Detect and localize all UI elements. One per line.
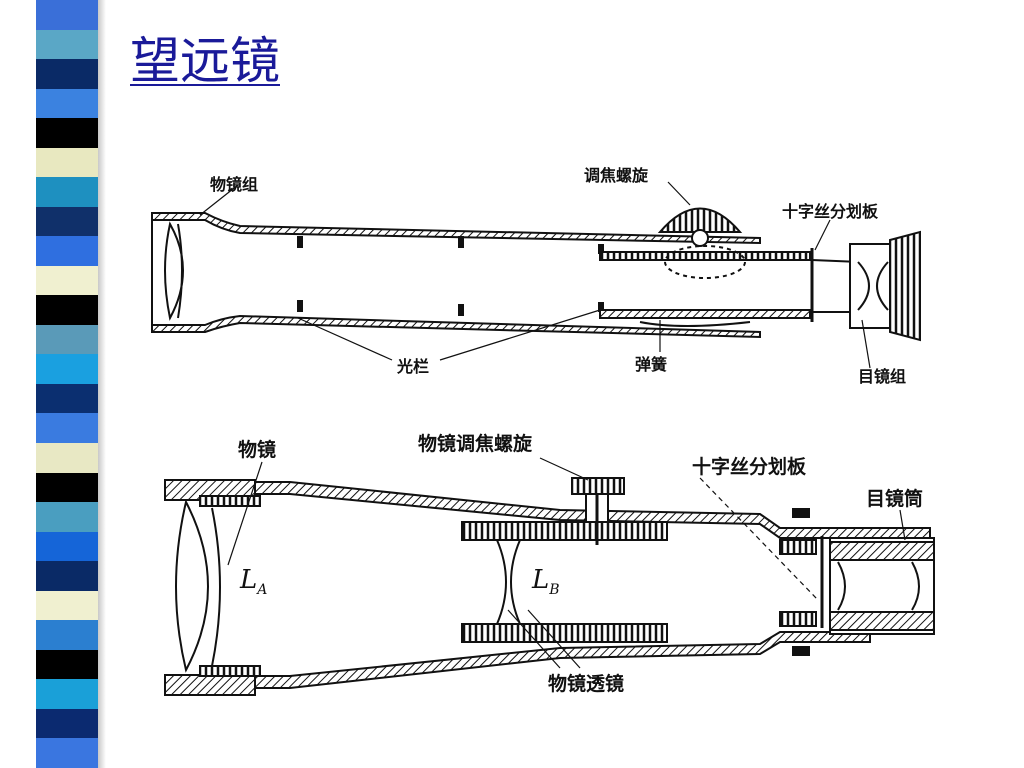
top-inner-tube-lower — [599, 309, 811, 319]
slide-title: 望远镜 — [130, 32, 280, 90]
top-inner-tube-upper — [599, 251, 811, 261]
stripe-segment — [36, 442, 98, 473]
top-telescope-diagram — [151, 181, 921, 369]
stripe-segment — [36, 649, 98, 680]
stripe-segment — [36, 324, 98, 355]
label-objective-group: 物镜组 — [210, 175, 258, 194]
stripe-segment — [36, 472, 98, 503]
bottom-tube-lower-wall — [254, 631, 871, 689]
label-objective: 物镜 — [238, 438, 276, 461]
stripe-segment — [36, 561, 98, 591]
stripe-segment — [36, 236, 98, 266]
stripe-segment — [36, 679, 98, 709]
stripe-segment — [36, 531, 98, 562]
label-reticle-bottom: 十字丝分划板 — [692, 455, 807, 478]
top-stop-2 — [458, 236, 464, 248]
bottom-rack-lower — [461, 623, 668, 643]
stripe-segment — [36, 502, 98, 532]
top-tube-lower-wall — [151, 314, 761, 339]
stripe-segment — [36, 383, 98, 414]
label-lens-lb: LB — [531, 565, 560, 598]
top-focus-knob — [657, 207, 743, 233]
stripe-segment — [36, 620, 98, 650]
top-tube-upper-wall — [151, 212, 761, 245]
label-objective-focus-knob: 物镜调焦螺旋 — [418, 432, 533, 455]
label-lens-la: LA — [239, 565, 267, 598]
stripe-segment — [36, 118, 98, 148]
label-eyepiece-tube: 目镜筒 — [866, 487, 923, 510]
bottom-reticle-mount — [779, 539, 817, 555]
stripe-segment — [36, 29, 98, 60]
bottom-objective-cell-bottom — [164, 674, 256, 696]
top-stop-1 — [297, 236, 303, 248]
stripe-segment — [36, 354, 98, 384]
top-stop-3 — [598, 244, 604, 254]
label-focus-knob: 调焦螺旋 — [584, 166, 649, 185]
decorative-stripe-bar — [36, 0, 98, 768]
label-objective-lens: 物镜透镜 — [548, 672, 624, 695]
stripe-segment — [36, 88, 98, 119]
stripe-segment — [36, 708, 98, 739]
bottom-telescope-diagram — [164, 457, 935, 696]
stripe-segment — [36, 413, 98, 443]
bottom-focus-knob — [571, 477, 625, 495]
stripe-segment — [36, 590, 98, 621]
stripe-segment — [36, 177, 98, 207]
stripe-segment — [36, 0, 98, 30]
top-spring — [639, 321, 751, 327]
stripe-segment — [36, 59, 98, 89]
label-spring: 弹簧 — [635, 355, 667, 374]
bottom-objective-lens-a — [175, 499, 209, 673]
stripe-segment — [36, 738, 98, 768]
stripe-segment — [36, 295, 98, 325]
label-reticle-top: 十字丝分划板 — [782, 202, 879, 221]
stripe-segment — [36, 265, 98, 296]
label-eyepiece-group: 目镜组 — [858, 367, 906, 386]
label-stop: 光栏 — [396, 357, 429, 376]
stripe-segment — [36, 147, 98, 178]
bottom-rack-upper — [461, 521, 668, 541]
stripe-shadow — [98, 0, 106, 768]
stripe-segment — [36, 206, 98, 237]
